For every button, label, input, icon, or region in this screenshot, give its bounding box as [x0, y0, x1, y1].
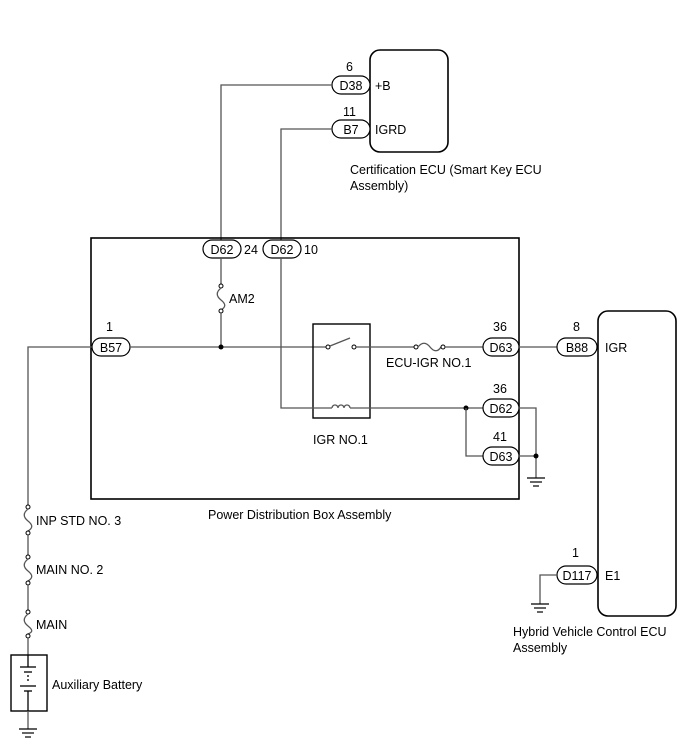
junction-am2	[218, 344, 224, 350]
inp-fuse-terminal-bottom	[25, 530, 31, 536]
fuse-main-no2-label: MAIN NO. 2	[36, 563, 103, 577]
main-no2-fuse-icon	[23, 558, 33, 582]
inp-fuse-terminal-top	[25, 504, 31, 510]
pin-number-36-d62: 36	[493, 382, 507, 396]
connector-d117-label: D117	[563, 569, 592, 583]
ecu-igr-fuse-icon	[417, 342, 442, 352]
connector-d62-10-label: D62	[271, 243, 294, 257]
wire-pdb-ground	[519, 407, 537, 478]
wire-plus-b	[220, 84, 332, 240]
ecu-igr-fuse-terminal-left	[413, 344, 419, 350]
pin-name-plus-b: +B	[375, 79, 391, 93]
main2-fuse-terminal-top	[25, 554, 31, 560]
pin-number-36-d63: 36	[493, 320, 507, 334]
connector-d63-36-label: D63	[490, 341, 513, 355]
certification-ecu-box	[369, 49, 449, 153]
pin-number-24: 24	[244, 243, 258, 257]
fuse-ecu-igr-label: ECU-IGR NO.1	[386, 356, 471, 370]
hv-ecu-label-2: Assembly	[513, 641, 568, 655]
pdb-ground-icon	[527, 477, 545, 487]
fuse-main-label: MAIN	[36, 618, 67, 632]
relay-contact-right	[351, 344, 357, 350]
fuse-am2-label: AM2	[229, 292, 255, 306]
battery-label: Auxiliary Battery	[52, 678, 143, 692]
am2-fuse-terminal-top	[218, 283, 224, 289]
am2-fuse-icon	[216, 287, 226, 311]
relay-coil-icon	[331, 404, 351, 409]
connector-b7-label: B7	[343, 123, 358, 137]
battery-ground-icon	[19, 728, 37, 738]
pin-name-e1: E1	[605, 569, 620, 583]
pin-number-8: 8	[573, 320, 580, 334]
pin-number-1-b57: 1	[106, 320, 113, 334]
relay-igr-no1	[312, 323, 371, 419]
connector-d62-24-label: D62	[211, 243, 234, 257]
wire-igrd-to-coil	[280, 258, 332, 409]
am2-fuse-terminal-bottom	[218, 308, 224, 314]
pin-number-6: 6	[346, 60, 353, 74]
connector-b57-label: B57	[100, 341, 122, 355]
pin-name-igrd: IGRD	[375, 123, 406, 137]
pin-number-10: 10	[304, 243, 318, 257]
cert-ecu-label-1: Certification ECU (Smart Key ECU	[350, 163, 542, 177]
connector-d38-label: D38	[340, 79, 363, 93]
battery-box	[10, 654, 48, 712]
pin-number-41: 41	[493, 430, 507, 444]
power-distribution-box	[90, 237, 520, 500]
connector-d62-24	[202, 239, 242, 259]
main-fuse-terminal-bottom	[25, 633, 31, 639]
main-fuse-terminal-top	[25, 609, 31, 615]
connector-d62-10	[262, 239, 302, 259]
hv-ecu-box	[597, 310, 677, 617]
pdb-label: Power Distribution Box Assembly	[208, 508, 392, 522]
battery-icon	[20, 655, 36, 711]
inp-std-fuse-icon	[23, 508, 33, 532]
wire-ground-link	[465, 408, 483, 457]
connector-b88-label: B88	[566, 341, 588, 355]
relay-switch-arm	[329, 337, 351, 347]
main2-fuse-terminal-bottom	[25, 580, 31, 586]
ecu-igr-fuse-terminal-right	[440, 344, 446, 350]
main-fuse-icon	[23, 613, 33, 635]
connector-b88	[556, 337, 598, 357]
cert-ecu-label-2: Assembly)	[350, 179, 408, 193]
fuse-inp-std-label: INP STD NO. 3	[36, 514, 121, 528]
hv-ecu-ground-icon	[531, 603, 549, 613]
connector-d63-41-label: D63	[490, 450, 513, 464]
relay-label: IGR NO.1	[313, 433, 368, 447]
pin-number-1-d117: 1	[572, 546, 579, 560]
pin-name-igr: IGR	[605, 341, 627, 355]
junction-ground	[533, 453, 539, 459]
wire-b57-to-supply	[27, 346, 92, 505]
wire-igrd	[280, 128, 332, 240]
connector-d62-36-label: D62	[490, 402, 513, 416]
pin-number-11: 11	[343, 105, 356, 119]
wire-e1-ground	[539, 574, 557, 604]
hv-ecu-label-1: Hybrid Vehicle Control ECU	[513, 625, 667, 639]
relay-contact-left	[325, 344, 331, 350]
